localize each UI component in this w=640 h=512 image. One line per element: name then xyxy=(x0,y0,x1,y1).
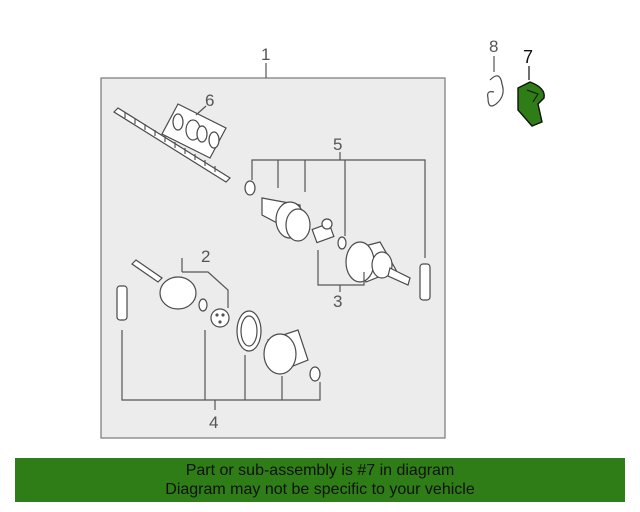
axle-shaft[interactable] xyxy=(113,107,231,183)
outer-joint-boot[interactable] xyxy=(244,180,311,242)
callout-7[interactable]: 7 xyxy=(523,47,533,67)
boot-clamp-large[interactable] xyxy=(236,310,262,352)
outer-boot[interactable] xyxy=(263,329,309,375)
callout-8[interactable]: 8 xyxy=(489,37,498,56)
tripod-joint[interactable] xyxy=(311,218,347,250)
callout-1[interactable]: 1 xyxy=(261,45,270,64)
banner-line-1: Part or sub-assembly is #7 in diagram xyxy=(185,462,455,479)
callout-5[interactable]: 5 xyxy=(333,135,342,154)
callout-3[interactable]: 3 xyxy=(333,292,342,311)
boot-clamp-small[interactable] xyxy=(309,366,321,382)
outer-cv-joint[interactable] xyxy=(131,259,197,310)
retainer-clip-8[interactable] xyxy=(487,75,504,107)
callout-2[interactable]: 2 xyxy=(201,247,210,266)
snap-ring[interactable] xyxy=(198,298,208,312)
callout-6[interactable]: 6 xyxy=(205,91,214,110)
grease-tube-right[interactable] xyxy=(419,263,431,301)
boot-kit-6[interactable] xyxy=(161,103,227,159)
highlighted-part-7[interactable] xyxy=(517,81,545,127)
grease-tube-left[interactable] xyxy=(116,285,128,321)
banner-line-2: Diagram may not be specific to your vehi… xyxy=(165,481,475,498)
callout-4[interactable]: 4 xyxy=(209,413,218,432)
bearing-cage[interactable] xyxy=(210,308,230,328)
info-banner: Part or sub-assembly is #7 in diagram Di… xyxy=(15,458,625,502)
inner-joint-housing[interactable] xyxy=(345,241,411,286)
